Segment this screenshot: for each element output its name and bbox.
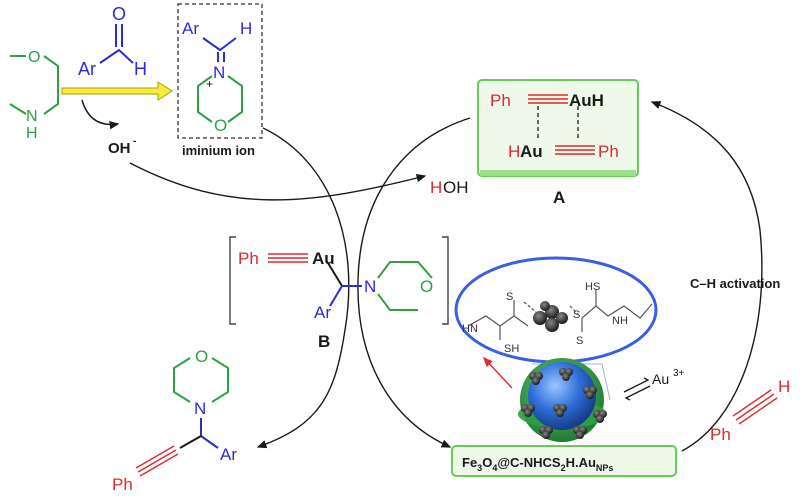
product-bonds	[135, 357, 229, 477]
au3-plus-label: Au	[652, 371, 669, 387]
alkyne-h-atom: H	[778, 377, 790, 396]
iminium-o-atom: O	[214, 116, 227, 135]
catalyst-au-nanoparticles	[521, 368, 607, 439]
ligand-bonds	[467, 290, 653, 340]
iminium-caption: iminium ion	[182, 143, 255, 158]
iminium-ring	[197, 75, 243, 123]
water-h-atom: H	[430, 178, 442, 197]
product-ar-label: Ar	[220, 445, 237, 464]
gold-nanoparticle-cluster	[533, 301, 568, 332]
aldehyde-o-atom: O	[112, 4, 126, 24]
iminium-bonds	[202, 37, 237, 62]
catalyst-label-box	[451, 445, 677, 477]
complex-b-n-atom: N	[364, 277, 376, 296]
morpholine-reactant	[9, 55, 59, 115]
complex-b-au-atom: Au	[312, 249, 335, 268]
iminium-dashed-box	[177, 3, 263, 139]
complex-a-h-bottom: H	[508, 142, 520, 161]
alkyne-ph-label: Ph	[710, 425, 731, 444]
complex-b-o-atom: O	[420, 277, 433, 296]
hydroxide-label: OH	[108, 140, 131, 157]
water-formation-arrow	[129, 162, 427, 201]
ch-activation-cycle-arrow	[650, 101, 763, 452]
ligand-s-bottom: S	[576, 335, 583, 347]
complex-a-bonds	[528, 94, 595, 155]
aldehyde-h-atom: H	[134, 59, 147, 79]
zoom-pointer-arrow	[483, 356, 513, 389]
complex-b-brackets	[229, 236, 449, 325]
hydroxide-release-arrow	[81, 99, 120, 130]
product-n-atom: N	[194, 399, 206, 418]
ligand-s-right: S	[573, 309, 580, 321]
complex-a-ph-bottom: Ph	[598, 142, 619, 161]
aldehyde-ar-label: Ar	[78, 59, 96, 79]
complex-b-ph-label: Ph	[238, 249, 259, 268]
morpholine-n-atom: N	[26, 108, 38, 125]
ch-activation-label: C–H activation	[690, 276, 780, 291]
complex-a-auh-top: AuH	[569, 91, 604, 110]
ligand-hn-label: HN	[462, 323, 478, 335]
catalyst-label: Fe3O4@C-NHCS2H.AuNPs	[462, 455, 613, 473]
hydroxide-charge: -	[133, 136, 136, 147]
au3-plus-charge: 3+	[673, 368, 685, 379]
addition-product-arrow	[256, 127, 350, 449]
ligand-sh-label: SH	[504, 343, 519, 355]
iminium-h-atom: H	[240, 19, 252, 38]
water-oh-label: OH	[443, 178, 469, 197]
complex-b-bonds	[268, 253, 433, 311]
product-ph-label: Ph	[112, 475, 133, 494]
product-o-atom: O	[195, 347, 208, 366]
complex-b-label: B	[318, 332, 330, 351]
condensation-arrow	[61, 81, 173, 101]
iminium-n-atom: N	[213, 63, 225, 82]
morpholine-h-atom: H	[26, 125, 38, 142]
complex-b-ar-label: Ar	[314, 303, 331, 322]
catalyst-regeneration-arrow	[357, 117, 471, 448]
iminium-ar-label: Ar	[182, 19, 199, 38]
equilibrium-arrows	[623, 377, 651, 401]
iminium-plus-charge: +	[206, 77, 213, 91]
morpholine-o-atom: O	[28, 49, 40, 66]
aldehyde-bonds	[99, 24, 134, 64]
complex-a-au-bottom: Au	[520, 142, 543, 161]
ligand-nh-label: NH	[612, 315, 628, 327]
phenylacetylene-bonds	[732, 389, 778, 425]
complex-a-label: A	[553, 188, 565, 207]
complex-a-ph-top: Ph	[490, 91, 511, 110]
ligand-hs-label: HS	[585, 281, 600, 293]
ligand-s-left: S	[506, 291, 513, 303]
